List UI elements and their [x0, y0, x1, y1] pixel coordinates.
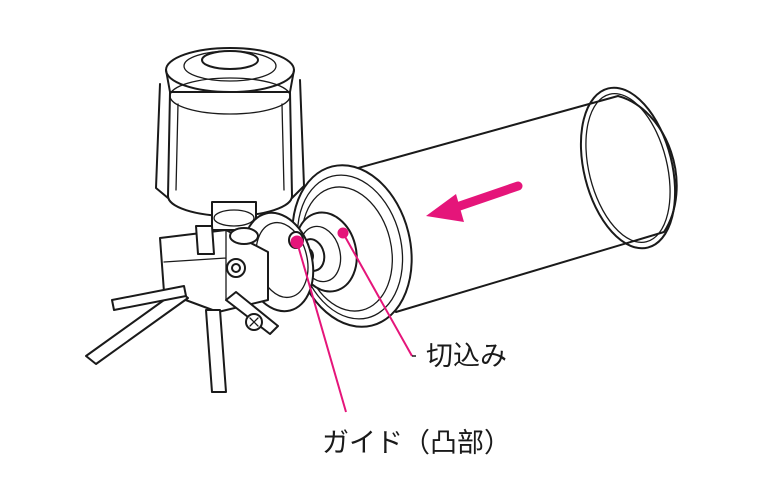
- notch-label: 切込み: [426, 341, 507, 372]
- folding-legs: [85, 285, 279, 393]
- guide-leader-line: [296, 241, 347, 413]
- gas-canister: [291, 86, 678, 328]
- notch-callout: [337, 227, 416, 357]
- notch-leader-line: [342, 232, 413, 357]
- guide-callout: [290, 235, 347, 413]
- guide-label: ガイド（凸部）: [322, 428, 511, 459]
- arrow-left-icon: [426, 181, 523, 222]
- lantern-head: [155, 47, 305, 231]
